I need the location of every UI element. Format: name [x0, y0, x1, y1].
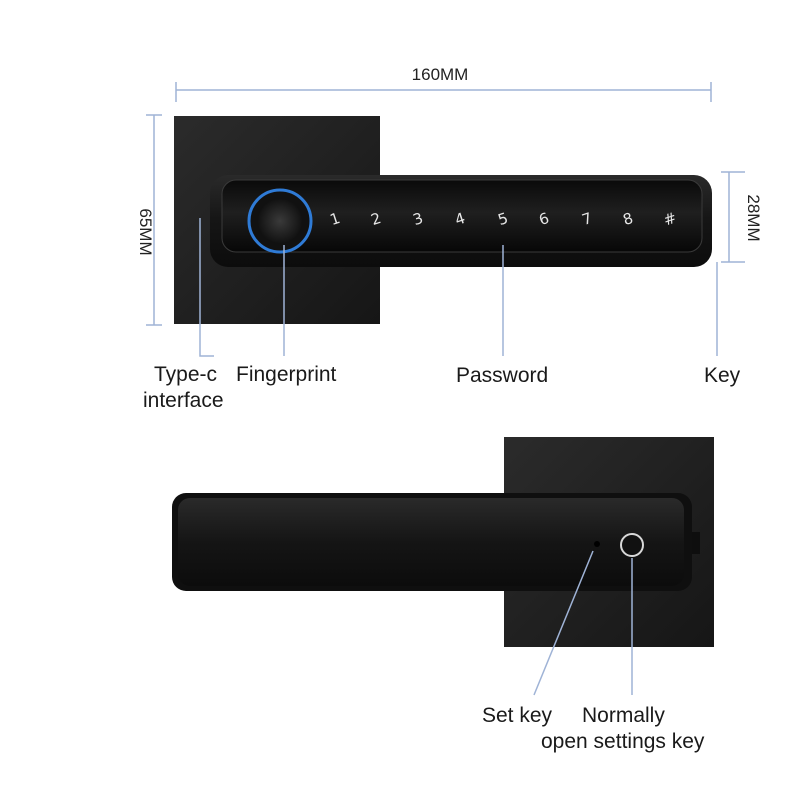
height-dimension: [146, 114, 162, 326]
normally-open-label-line1: Normally: [582, 704, 665, 727]
height-dimension-label: 65MM: [136, 208, 155, 255]
password-label: Password: [456, 364, 549, 387]
set-key-label: Set key: [482, 704, 553, 727]
keypad-panel: [221, 179, 703, 253]
normally-open-button: [620, 533, 644, 557]
rear-lock: [172, 437, 714, 647]
front-callouts: [199, 218, 718, 357]
rear-handle-face: [178, 498, 684, 586]
type-c-label-line2: interface: [143, 389, 224, 412]
keypad-key: #: [661, 208, 679, 229]
width-dimension-label: 160MM: [412, 65, 469, 84]
handle-height-dimension: [721, 171, 745, 263]
fingerprint-sensor-icon: [258, 199, 302, 243]
set-key-hole: [594, 541, 600, 547]
fingerprint-label: Fingerprint: [236, 363, 337, 386]
key-label: Key: [704, 364, 741, 387]
rear-callouts: [533, 550, 633, 696]
type-c-label-line1: Type-c: [154, 363, 218, 386]
type-c-label: Type-c: [154, 362, 217, 388]
type-c-label-line2-wrap: interface: [143, 388, 224, 414]
width-dimension: [175, 82, 712, 102]
handle-height-dimension-label: 28MM: [744, 194, 763, 241]
normally-open-label-line2: open settings key: [541, 730, 705, 753]
front-lock: 1 2 3 4 5 6 7 8 #: [174, 116, 712, 324]
